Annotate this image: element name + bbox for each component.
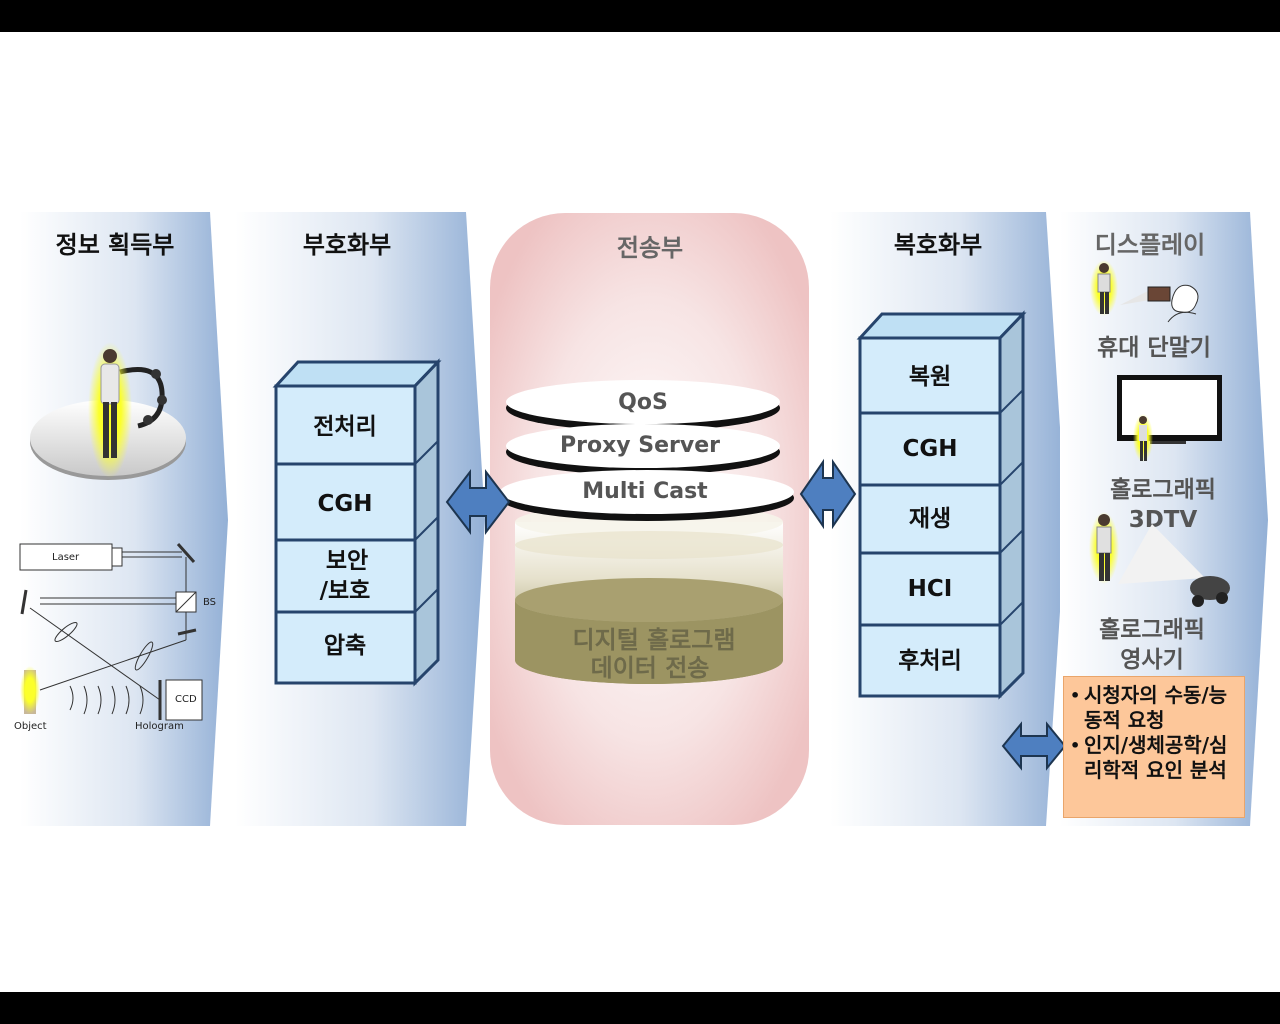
decoding-title: 복호화부 <box>894 231 982 259</box>
bottom-letterbox-bar <box>0 992 1280 1024</box>
top-letterbox-bar <box>0 0 1280 32</box>
display-panel <box>1060 212 1268 826</box>
qos-label: QoS <box>618 390 668 415</box>
bs-label: BS <box>203 597 216 608</box>
encoding-title: 부호화부 <box>303 231 391 259</box>
encoding-stack <box>272 358 442 687</box>
acquisition-panel <box>20 212 228 826</box>
proxy-server-disk <box>506 424 780 475</box>
transmission-title: 전송부 <box>617 234 683 262</box>
mobile-terminal-label: 휴대 단말기 <box>1097 335 1211 361</box>
viewer-factors-note: 시청자의 수동/능동적 요청 인지/생체공학/심리학적 요인 분석 <box>1063 676 1245 818</box>
encode-transmit-arrow <box>445 469 511 535</box>
object-label: Object <box>14 721 47 732</box>
proxy-server-label: Proxy Server <box>560 433 720 458</box>
multicast-disk <box>500 470 794 521</box>
acquisition-title: 정보 획득부 <box>56 231 175 259</box>
capture-stage-illustration <box>30 342 186 480</box>
decode-restore-label: 복원 <box>909 364 951 390</box>
qos-disk <box>506 380 780 431</box>
encode-compression-label: 압축 <box>324 633 366 659</box>
encode-preprocess-label: 전처리 <box>313 414 376 440</box>
encode-cgh-label: CGH <box>317 491 372 517</box>
mobile-terminal-illustration <box>1090 260 1199 323</box>
optical-setup-diagram <box>19 543 203 721</box>
encode-security-label: 보안/보호 <box>320 548 371 604</box>
decode-postprocess-label: 후처리 <box>898 648 961 674</box>
hologram-label: Hologram <box>135 721 184 732</box>
person-figure <box>100 349 120 458</box>
decoding-stack <box>856 310 1027 700</box>
decode-playback-label: 재생 <box>909 506 951 532</box>
decode-hci-label: HCI <box>908 576 953 602</box>
display-title: 디스플레이 <box>1095 231 1205 259</box>
decode-cgh-label: CGH <box>902 436 957 462</box>
holographic-projector-illustration <box>1089 512 1230 607</box>
multicast-label: Multi Cast <box>582 479 708 504</box>
transmit-decode-arrow <box>799 458 857 530</box>
note-item-factor-analysis: 인지/생체공학/심리학적 요인 분석 <box>1068 733 1238 783</box>
holographic-3dtv-illustration <box>1117 375 1222 462</box>
laser-label: Laser <box>52 552 80 563</box>
data-cylinder <box>515 504 783 684</box>
viewer-factors-list: 시청자의 수동/능동적 요청 인지/생체공학/심리학적 요인 분석 <box>1068 683 1238 783</box>
note-item-viewer-request: 시청자의 수동/능동적 요청 <box>1068 683 1238 733</box>
ccd-label: CCD <box>175 694 197 705</box>
